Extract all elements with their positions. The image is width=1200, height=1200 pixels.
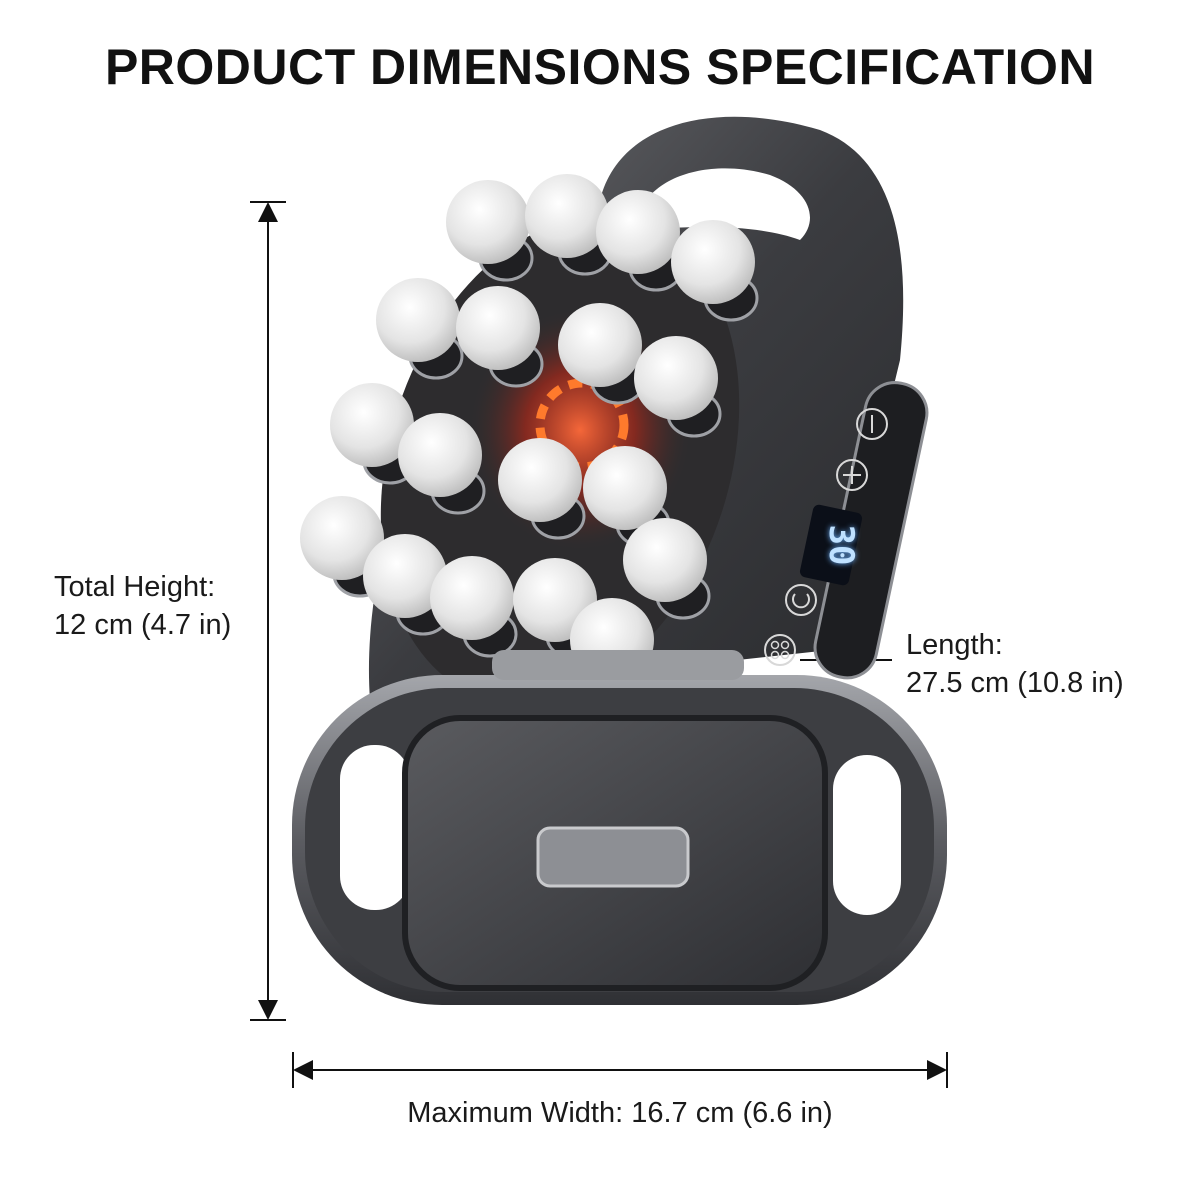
massage-node	[583, 446, 671, 548]
mode-icon[interactable]	[764, 634, 796, 666]
base-button[interactable]	[536, 826, 690, 888]
length-label: Length: 27.5 cm (10.8 in)	[906, 626, 1124, 702]
height-label-value: 12 cm (4.7 in)	[54, 609, 232, 641]
massage-node	[363, 534, 451, 636]
height-label: Total Height: 12 cm (4.7 in)	[54, 568, 231, 644]
page-title: PRODUCT DIMENSIONS SPECIFICATION	[104, 39, 1096, 95]
massage-node	[398, 413, 486, 515]
massage-node	[671, 220, 759, 322]
power-icon[interactable]	[785, 584, 817, 616]
minus-icon[interactable]	[856, 408, 888, 440]
massage-node	[596, 190, 684, 292]
length-label-title: Length:	[906, 629, 1003, 661]
width-dimension-line	[292, 1052, 948, 1088]
length-label-value: 27.5 cm (10.8 in)	[906, 667, 1124, 699]
massage-node	[430, 556, 518, 658]
width-label: Maximum Width: 16.7 cm (6.6 in)	[407, 1097, 833, 1129]
massage-node	[376, 278, 464, 380]
plus-icon[interactable]	[836, 459, 868, 491]
massage-node	[623, 518, 711, 620]
massage-nodes	[300, 174, 759, 700]
massage-node	[558, 303, 646, 405]
massage-node	[498, 438, 586, 540]
height-label-title: Total Height:	[54, 571, 216, 603]
height-dimension-line	[250, 201, 286, 1021]
massage-node	[446, 180, 534, 282]
display-screen	[799, 504, 863, 586]
massage-node	[456, 286, 544, 388]
massage-node	[634, 336, 722, 438]
display-value: 30	[821, 524, 861, 566]
